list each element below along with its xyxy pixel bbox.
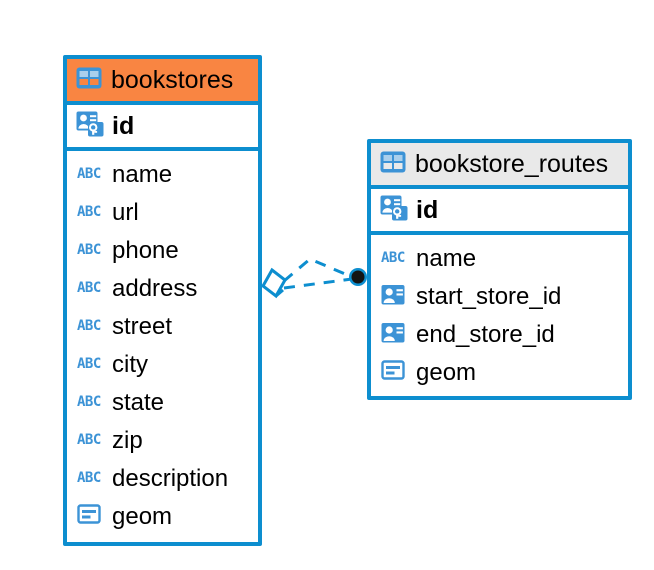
diamond-marker bbox=[261, 267, 287, 299]
relationship-line-lower bbox=[283, 277, 353, 290]
field-label: city bbox=[112, 351, 148, 378]
field-row-street[interactable]: ABC street bbox=[67, 308, 258, 346]
field-label: geom bbox=[112, 503, 173, 530]
field-label: end_store_id bbox=[416, 321, 555, 348]
svg-text:ABC: ABC bbox=[77, 280, 101, 294]
field-row-url[interactable]: ABC url bbox=[67, 194, 258, 232]
field-label: zip bbox=[112, 427, 143, 454]
field-label: geom bbox=[416, 359, 477, 386]
svg-text:ABC: ABC bbox=[77, 242, 101, 256]
text-type-icon: ABC bbox=[77, 242, 103, 261]
foreign-key-icon bbox=[381, 322, 407, 349]
field-row-description[interactable]: ABC description bbox=[67, 460, 258, 498]
field-label: phone bbox=[112, 237, 179, 264]
svg-text:ABC: ABC bbox=[77, 204, 101, 218]
field-row-zip[interactable]: ABC zip bbox=[67, 422, 258, 460]
field-row-geom[interactable]: geom bbox=[371, 354, 628, 392]
svg-text:ABC: ABC bbox=[77, 356, 101, 370]
field-label: street bbox=[112, 313, 173, 340]
text-type-icon: ABC bbox=[381, 250, 407, 269]
field-row-city[interactable]: ABC city bbox=[67, 346, 258, 384]
entity-bookstores[interactable]: bookstores id bbox=[63, 55, 262, 546]
field-list-bookstores: ABC name ABC url ABC p bbox=[67, 151, 258, 540]
entity-title-bookstores: bookstores bbox=[111, 65, 234, 94]
svg-text:ABC: ABC bbox=[77, 432, 101, 446]
text-type-icon: ABC bbox=[77, 470, 103, 489]
field-list-bookstore-routes: ABC name start_store_id bbox=[371, 235, 628, 396]
entity-header-bookstore-routes[interactable]: bookstore_routes bbox=[371, 143, 628, 189]
entity-bookstore-routes[interactable]: bookstore_routes id bbox=[367, 139, 632, 400]
field-row-state[interactable]: ABC state bbox=[67, 384, 258, 422]
field-label: name bbox=[112, 161, 173, 188]
field-row-start-store-id[interactable]: start_store_id bbox=[371, 278, 628, 316]
field-label: start_store_id bbox=[416, 283, 562, 310]
table-icon bbox=[380, 151, 406, 178]
field-row-name[interactable]: ABC name bbox=[371, 240, 628, 278]
primary-key-icon bbox=[380, 195, 408, 226]
geometry-type-icon bbox=[77, 503, 103, 531]
field-row-name[interactable]: ABC name bbox=[67, 156, 258, 194]
primary-key-label-bookstores: id bbox=[112, 111, 135, 140]
text-type-icon: ABC bbox=[77, 280, 103, 299]
svg-text:ABC: ABC bbox=[77, 166, 101, 180]
text-type-icon: ABC bbox=[77, 394, 103, 413]
entity-header-bookstores[interactable]: bookstores bbox=[67, 59, 258, 105]
filled-circle-marker bbox=[349, 268, 367, 286]
field-row-end-store-id[interactable]: end_store_id bbox=[371, 316, 628, 354]
primary-key-icon bbox=[76, 111, 104, 142]
primary-key-row-bookstores[interactable]: id bbox=[67, 105, 258, 151]
field-label: address bbox=[112, 275, 198, 302]
field-label: description bbox=[112, 465, 229, 492]
primary-key-row-bookstore-routes[interactable]: id bbox=[371, 189, 628, 235]
text-type-icon: ABC bbox=[77, 204, 103, 223]
svg-text:ABC: ABC bbox=[77, 318, 101, 332]
text-type-icon: ABC bbox=[77, 318, 103, 337]
svg-text:ABC: ABC bbox=[381, 250, 405, 264]
field-label: name bbox=[416, 245, 477, 272]
svg-text:ABC: ABC bbox=[77, 394, 101, 408]
text-type-icon: ABC bbox=[77, 166, 103, 185]
relationship-line-upper bbox=[283, 257, 353, 283]
entity-title-bookstore-routes: bookstore_routes bbox=[415, 149, 609, 178]
foreign-key-icon bbox=[381, 284, 407, 311]
field-label: url bbox=[112, 199, 139, 226]
field-label: state bbox=[112, 389, 165, 416]
text-type-icon: ABC bbox=[77, 356, 103, 375]
field-row-geom[interactable]: geom bbox=[67, 498, 258, 536]
field-row-phone[interactable]: ABC phone bbox=[67, 232, 258, 270]
field-row-address[interactable]: ABC address bbox=[67, 270, 258, 308]
primary-key-label-bookstore-routes: id bbox=[416, 195, 439, 224]
svg-text:ABC: ABC bbox=[77, 470, 101, 484]
text-type-icon: ABC bbox=[77, 432, 103, 451]
table-icon bbox=[76, 67, 102, 94]
geometry-type-icon bbox=[381, 359, 407, 387]
